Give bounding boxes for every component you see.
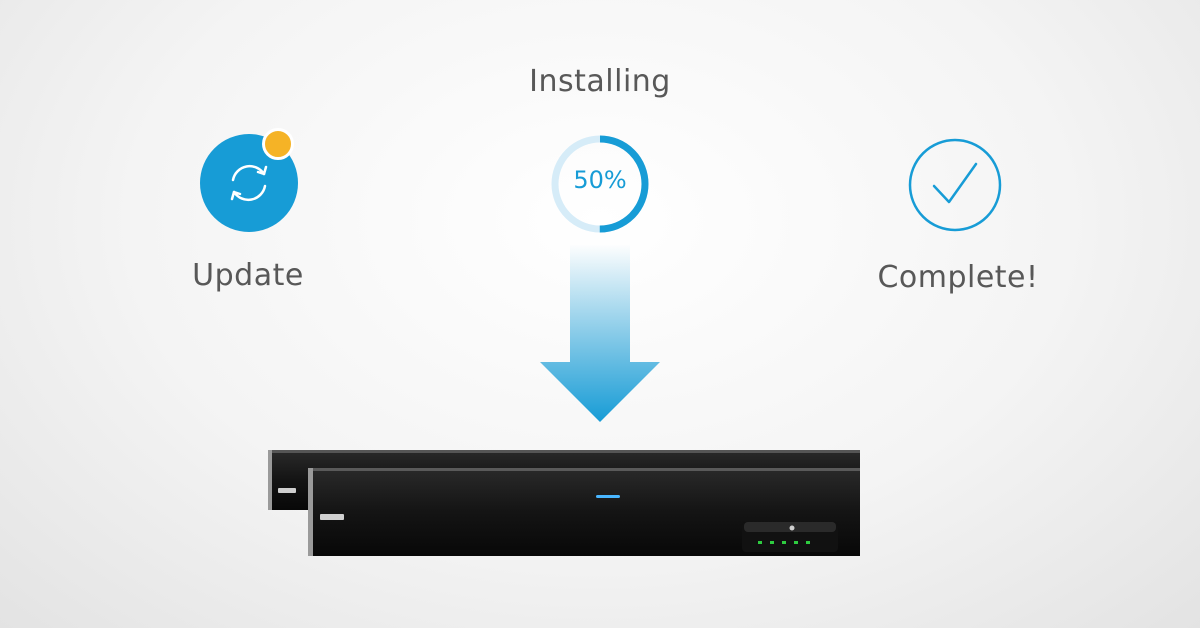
update-label: Update xyxy=(192,258,304,293)
complete-check-circle xyxy=(908,138,1002,232)
installing-title: Installing xyxy=(529,64,671,99)
notification-dot xyxy=(262,128,294,160)
refresh-icon xyxy=(230,164,268,202)
download-arrow-icon xyxy=(540,244,660,422)
progress-percent: 50% xyxy=(573,166,627,194)
video-bar-devices xyxy=(268,450,860,556)
progress-arc xyxy=(551,135,649,233)
hub-device xyxy=(742,522,838,552)
video-bar-front xyxy=(308,468,860,556)
complete-label: Complete! xyxy=(877,260,1039,295)
checkmark-icon xyxy=(932,162,978,204)
progress-ring xyxy=(551,135,649,233)
